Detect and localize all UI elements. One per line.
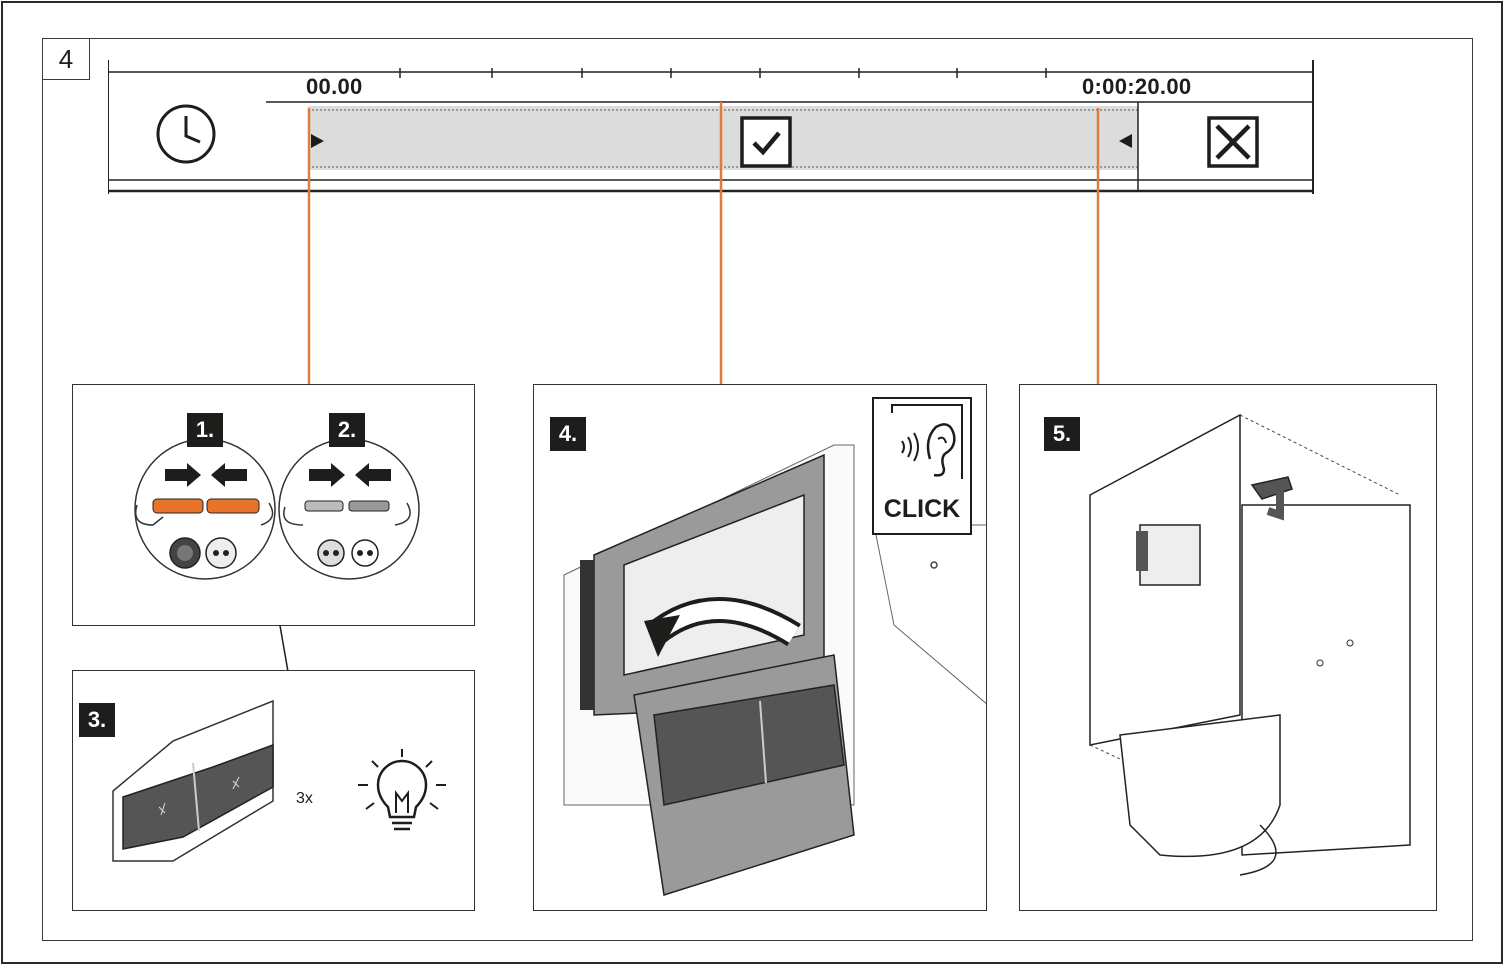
connector-panel: 1. 2. — [72, 384, 475, 626]
lamp-panel: 3. 3x — [72, 670, 475, 911]
timeline-start-label: 00.00 — [306, 74, 363, 100]
clock-icon — [154, 102, 218, 166]
step-3-badge: 3. — [79, 703, 115, 737]
step-1-badge: 1. — [187, 413, 223, 447]
timeline: 00.00 0:00:20.00 — [108, 60, 1314, 194]
step-4-badge: 4. — [550, 417, 586, 451]
click-sound-box: CLICK — [872, 397, 972, 535]
step-5-badge: 5. — [1044, 417, 1080, 451]
cover-installation-illustration — [1020, 385, 1437, 911]
cover-panel: 5. — [1019, 384, 1437, 911]
step-number: 4 — [42, 38, 90, 80]
mounting-panel: 4. CLICK — [533, 384, 987, 911]
repeat-count-label: 3x — [296, 790, 313, 808]
ear-sound-icon — [874, 399, 970, 489]
checkbox-checked-icon — [740, 116, 792, 168]
lightbulb-icon — [352, 747, 452, 847]
step-2-badge: 2. — [329, 413, 365, 447]
click-label: CLICK — [874, 495, 970, 524]
timeline-end-label: 0:00:20.00 — [1082, 74, 1191, 100]
checkbox-cross-icon — [1207, 116, 1259, 168]
connector-illustration — [73, 385, 475, 626]
